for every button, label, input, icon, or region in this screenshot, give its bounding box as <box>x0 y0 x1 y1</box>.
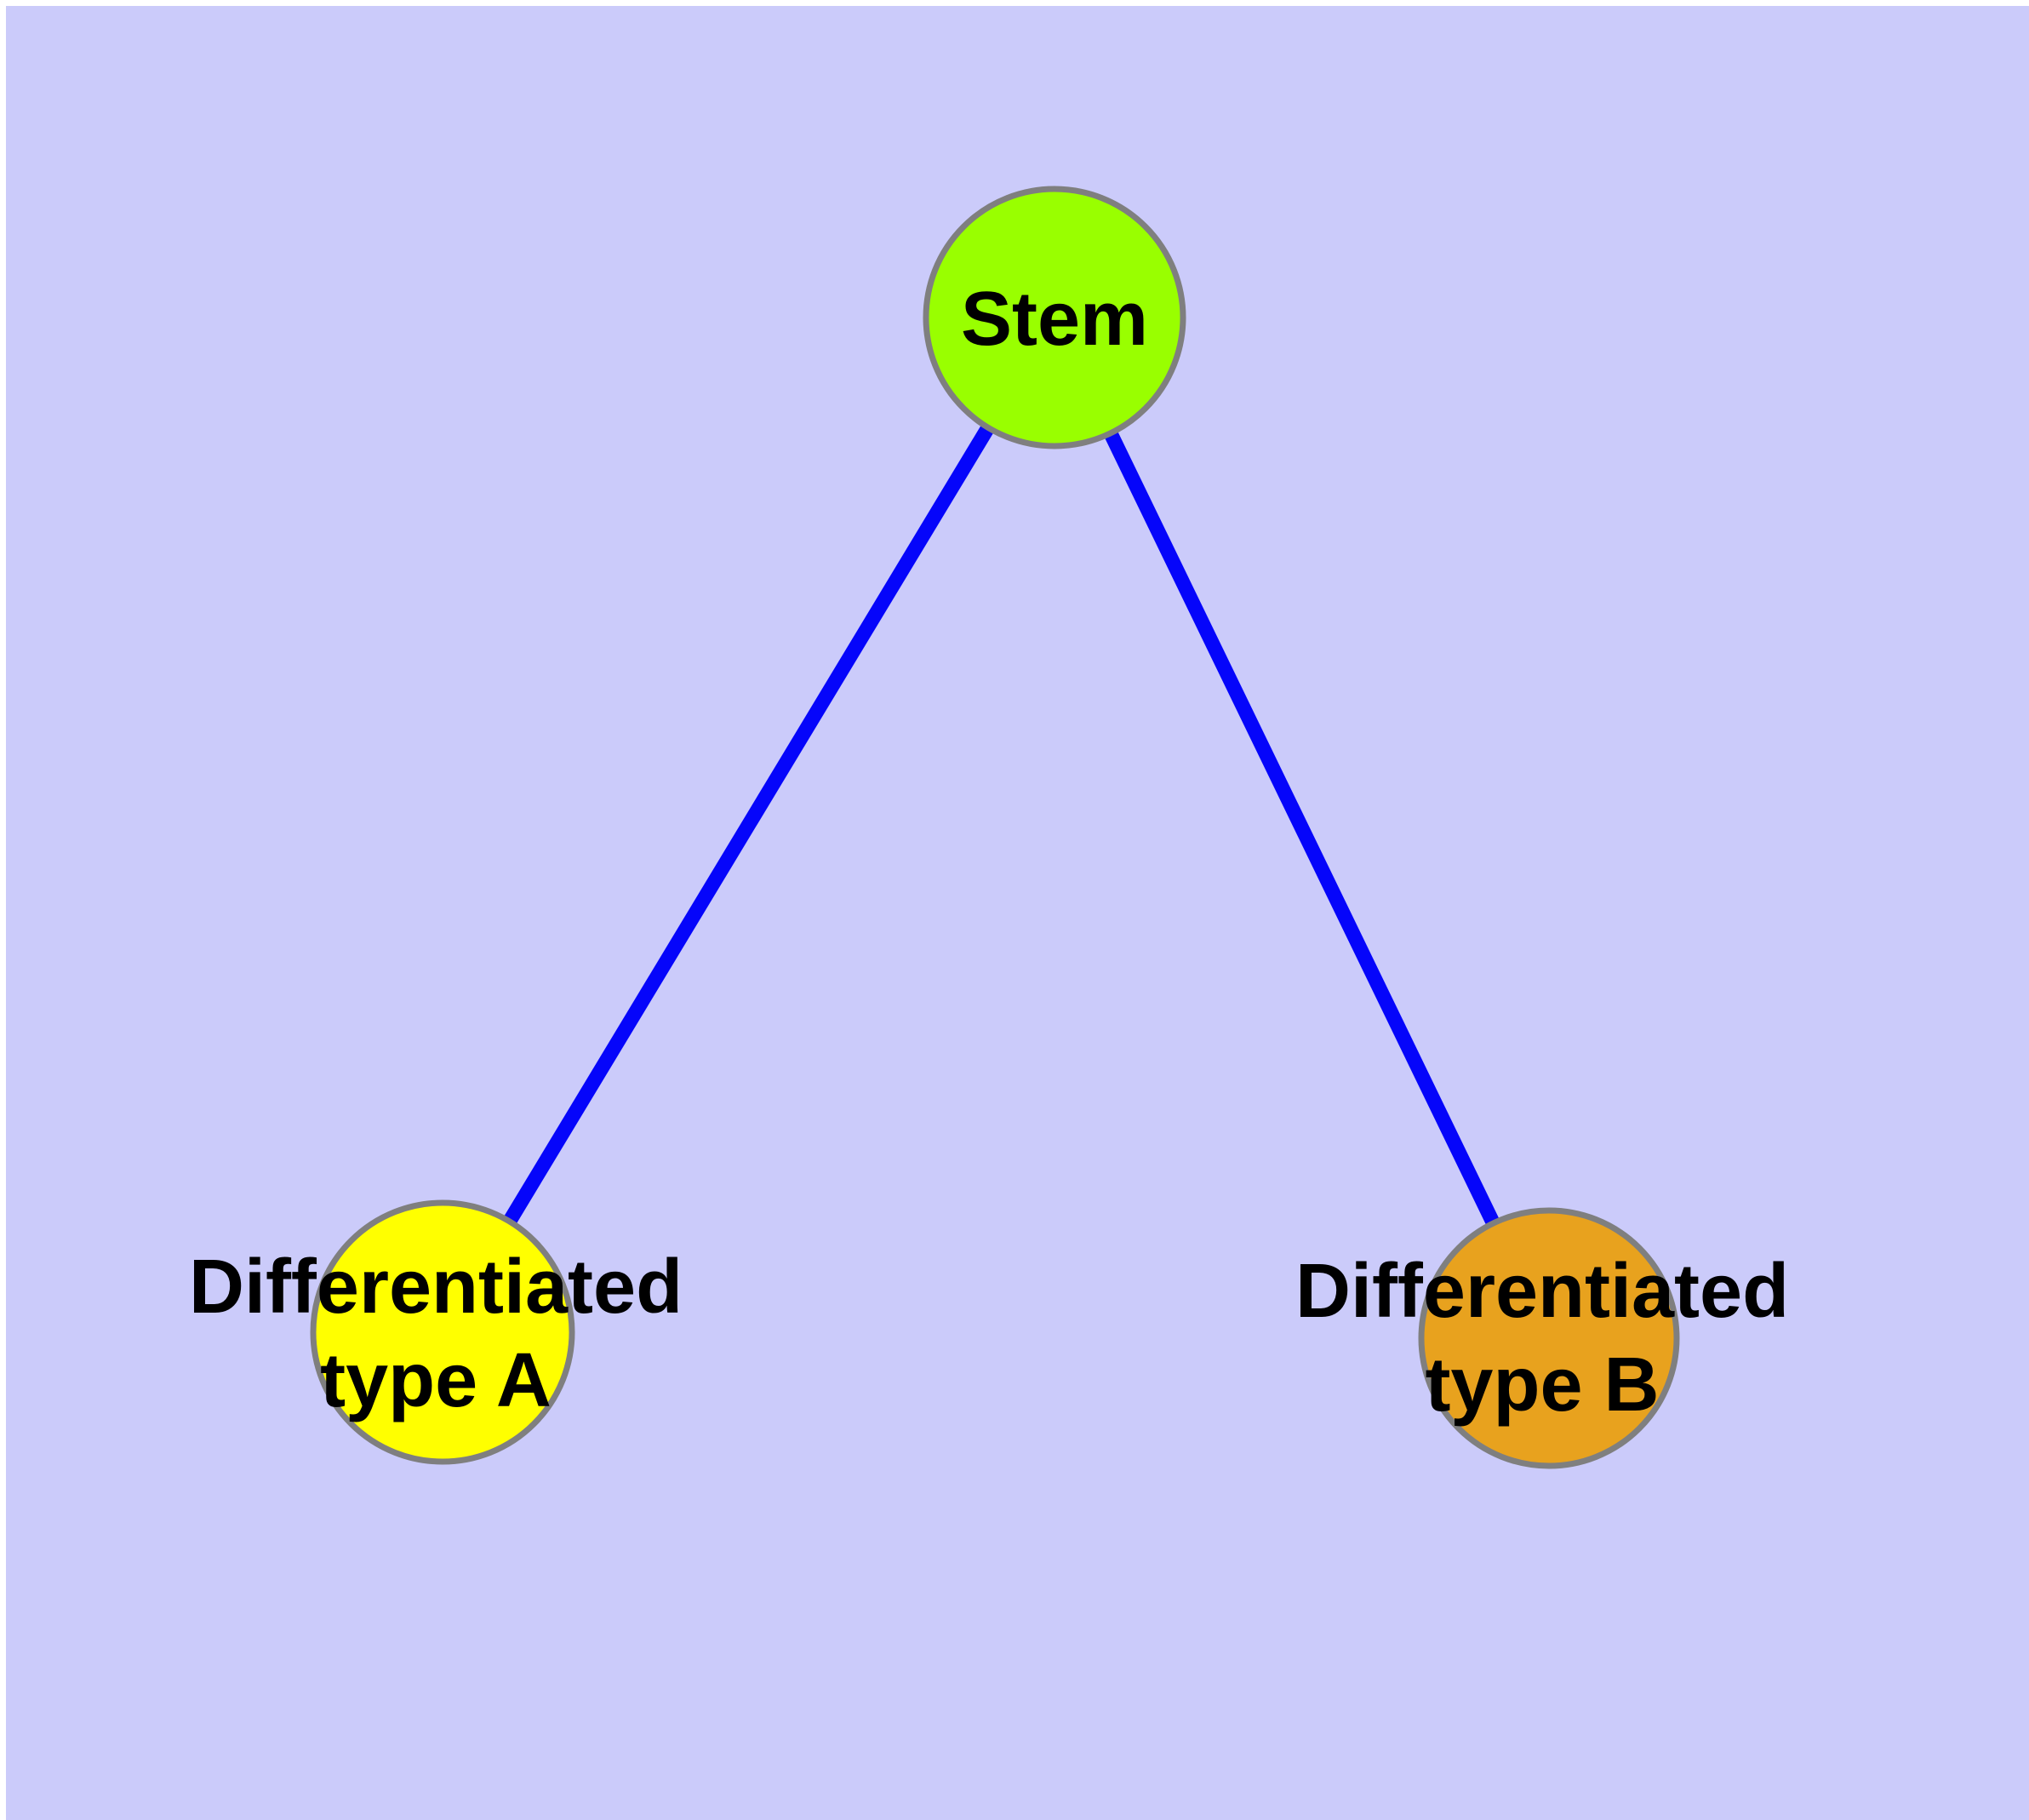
node-stem-label-text: Stem <box>960 277 1149 362</box>
node-type-a-circle <box>310 1199 575 1465</box>
node-type-b-label-line1: Differentiated <box>1295 1249 1790 1334</box>
node-stem-circle <box>923 186 1186 449</box>
node-stem-label: Stem <box>961 272 1148 366</box>
node-type-a-label-line2: type A <box>320 1338 552 1423</box>
edge-stem-to-type-b <box>1048 314 1556 1342</box>
node-type-a-label-line1: Differentiated <box>188 1245 683 1330</box>
node-type-b-circle <box>1418 1207 1680 1469</box>
node-type-b-label-line2: type B <box>1425 1342 1660 1428</box>
node-type-b-label: Differentiated type B <box>1295 1245 1789 1432</box>
node-type-a-label: Differentiated type A <box>189 1240 683 1428</box>
edge-stem-to-type-a <box>436 313 1061 1336</box>
